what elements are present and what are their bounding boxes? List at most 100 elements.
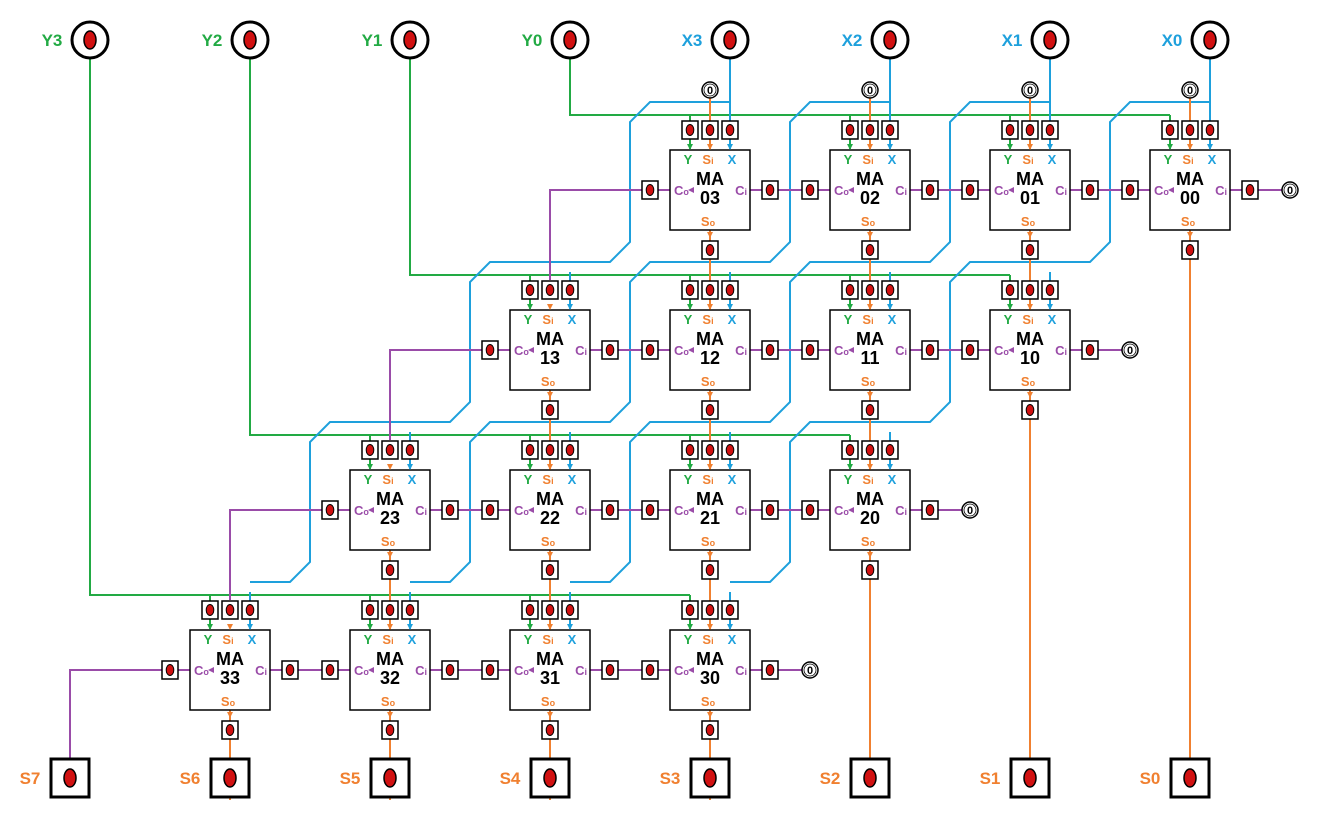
- arrow-head: [848, 187, 854, 193]
- pin-co-sub: o: [843, 187, 849, 197]
- input-led: [1203, 30, 1217, 50]
- pin-ci-label: Ci: [1215, 183, 1227, 198]
- pin-si-sub: i: [1031, 156, 1034, 166]
- pin-si-sub: i: [871, 476, 874, 486]
- output-label-s5: S5: [340, 769, 361, 788]
- x-diagonal-wire: [730, 421, 890, 583]
- pin-ci-sub: i: [744, 347, 747, 357]
- led-light: [845, 444, 855, 456]
- led-light: [385, 444, 395, 456]
- arrow-head: [527, 464, 533, 470]
- pin-co-label: Co: [994, 183, 1009, 198]
- module-box: [669, 149, 751, 231]
- input-x0[interactable]: [1190, 20, 1230, 60]
- carry-in-led: [1081, 340, 1099, 360]
- arrow-head: [688, 667, 694, 673]
- led-light: [325, 664, 335, 676]
- arrow-head: [547, 624, 553, 630]
- pin-co-sub: o: [363, 667, 369, 677]
- zero-constant: 0: [961, 501, 979, 519]
- output-label-s0: S0: [1140, 769, 1161, 788]
- pin-so-sub: o: [870, 218, 876, 228]
- pin-ci-label: Ci: [895, 343, 907, 358]
- arrow-head: [867, 304, 873, 310]
- module-input-led: [681, 600, 699, 620]
- pin-ci-label: Ci: [735, 183, 747, 198]
- zero-inner-ring: [1023, 83, 1037, 97]
- arrow-head: [528, 347, 534, 353]
- led-light: [865, 244, 875, 256]
- arrow-head: [1007, 304, 1013, 310]
- led-light: [605, 344, 615, 356]
- output-led: [63, 768, 77, 788]
- module-input-led: [841, 280, 859, 300]
- input-x1[interactable]: [1030, 20, 1070, 60]
- led-light: [385, 564, 395, 576]
- output-led: [1183, 768, 1197, 788]
- led-light: [365, 604, 375, 616]
- input-y0[interactable]: [550, 20, 590, 60]
- arrow-head: [707, 552, 713, 558]
- led-light: [485, 344, 495, 356]
- led-light: [705, 124, 715, 136]
- arrow-head: [688, 347, 694, 353]
- module-input-led: [721, 280, 739, 300]
- arrow-head: [367, 464, 373, 470]
- pin-co-label: Co: [194, 663, 209, 678]
- arrow-head: [567, 464, 573, 470]
- pin-so-sub: o: [1030, 218, 1036, 228]
- pin-ci-sub: i: [904, 347, 907, 357]
- led-light: [1245, 184, 1255, 196]
- module-input-led: [241, 600, 259, 620]
- input-y2[interactable]: [230, 20, 270, 60]
- module-box: [509, 309, 591, 391]
- led-light: [1165, 124, 1175, 136]
- x-diagonal-wire: [250, 421, 410, 583]
- input-x3[interactable]: [710, 20, 750, 60]
- led-light: [885, 284, 895, 296]
- module-box: [989, 149, 1071, 231]
- pin-si-sub: i: [711, 476, 714, 486]
- sum-out-led: [861, 400, 879, 420]
- sum-out-led: [701, 720, 719, 740]
- input-x2[interactable]: [870, 20, 910, 60]
- sum-out-led: [381, 720, 399, 740]
- led-light: [225, 604, 235, 616]
- led-light: [1005, 284, 1015, 296]
- carry-in-led: [761, 660, 779, 680]
- pin-si-sub: i: [391, 476, 394, 486]
- led-light: [645, 184, 655, 196]
- module-id: 00: [1180, 188, 1200, 208]
- module-input-led: [401, 600, 419, 620]
- arrow-head: [368, 507, 374, 513]
- arrow-head: [1008, 187, 1014, 193]
- input-y1[interactable]: [390, 20, 430, 60]
- carry-out-led: [801, 340, 819, 360]
- pin-so-sub: o: [710, 698, 716, 708]
- x-diagonal-wire: [410, 421, 570, 583]
- pin-ci-label: Ci: [575, 663, 587, 678]
- module-id: 30: [700, 668, 720, 688]
- arrow-head: [1187, 144, 1193, 150]
- module-input-led: [701, 120, 719, 140]
- pin-so-label: So: [1181, 214, 1196, 229]
- pin-y-label: Y: [524, 632, 533, 647]
- led-light: [685, 444, 695, 456]
- module-input-led: [521, 440, 539, 460]
- led-light: [405, 604, 415, 616]
- pin-co-sub: o: [843, 347, 849, 357]
- module-id: 21: [700, 508, 720, 528]
- module-id: 11: [860, 348, 879, 368]
- module-box: [509, 629, 591, 711]
- module-input-led: [681, 280, 699, 300]
- module-input-led: [541, 600, 559, 620]
- pin-y-label: Y: [524, 472, 533, 487]
- zero-inner-ring: [803, 663, 817, 677]
- input-label-x2: X2: [842, 31, 863, 50]
- input-y3[interactable]: [70, 20, 110, 60]
- carry-in-led: [441, 500, 459, 520]
